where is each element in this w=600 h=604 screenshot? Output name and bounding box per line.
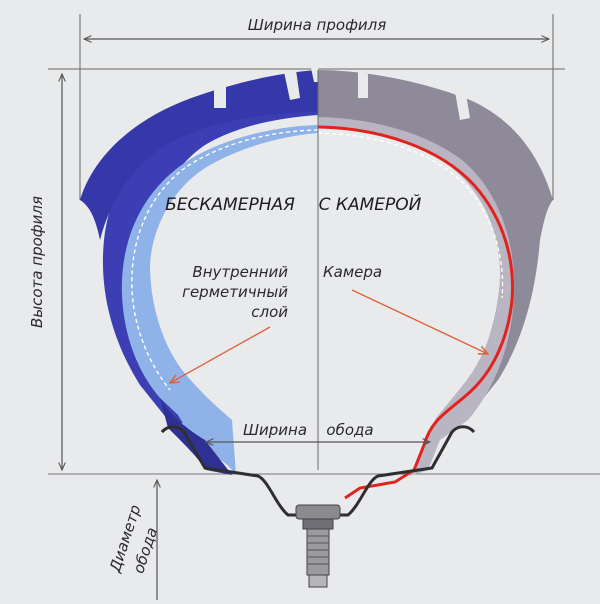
inner-layer-annotation: Внутренний герметичный слой [170,263,288,383]
profile-width-label: Ширина профиля [248,16,387,34]
tread-groove-3 [358,72,368,98]
inner-layer-label-3: слой [251,303,288,321]
profile-width-dimension: Ширина профиля [79,14,554,200]
tubeless-dashed-cord [131,129,318,391]
tubeless-tread [102,70,318,425]
tube-label: Камера [323,263,382,281]
inner-layer-label-2: герметичный [182,283,288,301]
profile-height-label: Высота профиля [28,196,46,328]
tube-arrow [351,289,488,354]
rim-width-dimension: Ширина обода [206,421,430,442]
rim-diameter-dimension: Диаметр обода [106,480,161,600]
tube-side-inner [318,117,515,476]
tube-half [318,70,553,500]
rim-width-label-left: Ширина [243,421,307,439]
profile-height-dimension: Высота профиля [28,68,600,475]
tread-groove-1 [214,84,226,108]
rim-width-label-right: обода [326,421,373,439]
tubeless-bead-dark [160,398,232,475]
tread-groove-2 [284,70,300,100]
inner-tube-line [318,125,514,500]
tubeless-title: БЕСКАМЕРНАЯ [165,195,295,215]
tread-groove-center [311,68,318,82]
tread-groove-4 [455,92,470,120]
tubeless-inner-layer [121,125,318,475]
inner-layer-label-1: Внутренний [192,263,288,281]
tube-dashed-cord [318,132,504,299]
valve [295,504,341,588]
with-tube-title: С КАМЕРОЙ [319,193,422,215]
inner-layer-arrow [170,326,271,383]
tube-annotation: Камера [323,263,488,354]
tubeless-outer-crown [80,70,318,240]
tubeless-half [80,68,318,475]
